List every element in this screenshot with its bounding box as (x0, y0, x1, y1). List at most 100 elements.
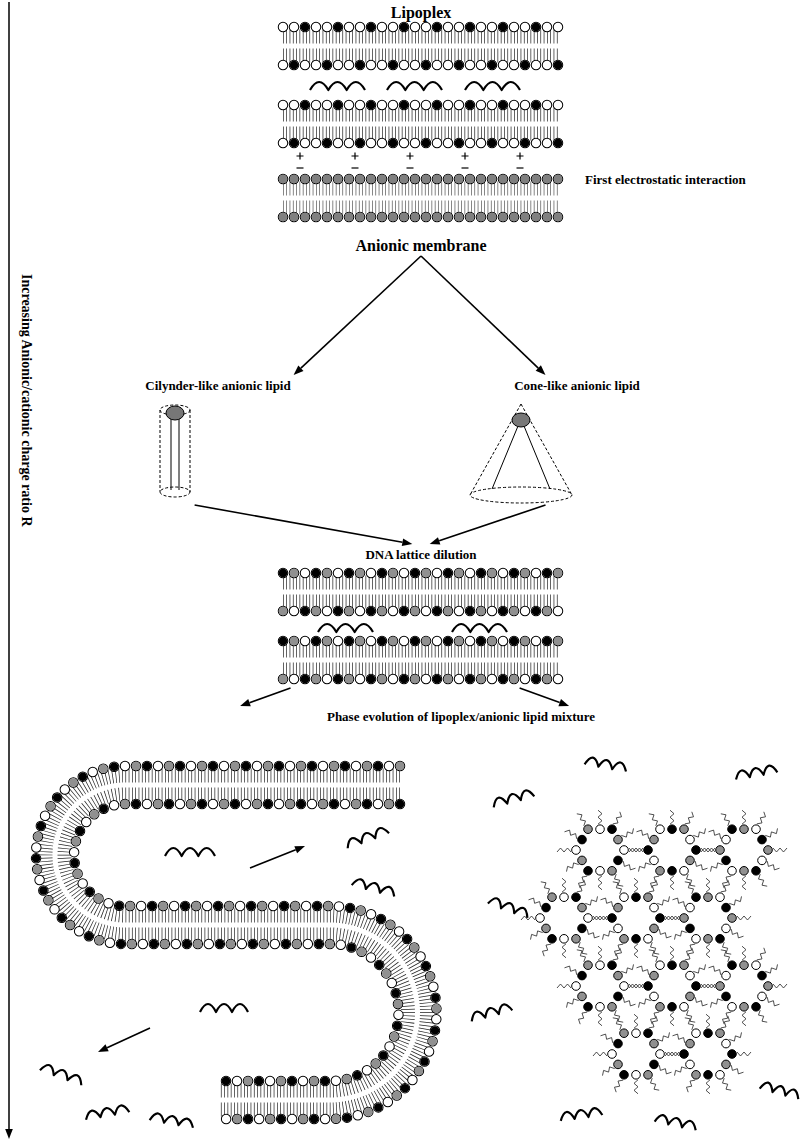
arrow-line (439, 505, 545, 541)
lattice-dilution-node: DNA lattice dilution (276, 544, 566, 688)
lipid-head (620, 893, 629, 902)
lipid-head (572, 935, 581, 944)
lipid-head (752, 825, 761, 834)
cationic-head (283, 675, 560, 684)
lipid-tail-line (670, 946, 674, 960)
lipid-head (572, 982, 581, 991)
lipid-head (722, 992, 731, 1001)
lipid-head (722, 856, 731, 865)
lipid-tail-line (721, 814, 730, 826)
node-heading: Lipoplex (391, 3, 451, 22)
dna-strand (452, 624, 507, 632)
lipid-tail-line (598, 876, 602, 890)
lipid-tail-line (742, 1012, 746, 1026)
lipid-head (584, 825, 593, 834)
release-arrow (107, 1028, 150, 1048)
lipid-head (686, 924, 695, 933)
lipid-tail-line (577, 814, 586, 826)
lipid-tail-line (687, 1080, 696, 1092)
lipid-bilayer (283, 641, 560, 679)
lipid-tail-line (637, 830, 649, 839)
lipid-tail-line (649, 814, 658, 826)
lipid-tail-line (615, 874, 624, 886)
lipid-tail-line (585, 896, 597, 905)
lipid-head-outline (283, 174, 560, 185)
anionic-head (283, 569, 560, 578)
cationic-head (36, 766, 400, 1081)
lipid-head (680, 961, 689, 970)
cylinder-bottom (160, 487, 190, 497)
arrow-head (294, 365, 304, 375)
cationic-head (283, 637, 560, 646)
minus-sign (407, 167, 414, 168)
phase-evolution-node: Phase evolution of lipoplex/anionic lipi… (226, 706, 696, 728)
arrow-line (301, 256, 421, 368)
lipid-tail-line (557, 848, 571, 852)
plus-sign (407, 153, 414, 160)
cationic-head (283, 61, 560, 70)
lipid-tail-line (670, 876, 674, 890)
lipid-tail-line (759, 1010, 768, 1022)
cationic-head (283, 607, 560, 616)
node-heading: Cilynder-like anionic lipid (145, 378, 290, 394)
axis-arrow (8, 2, 10, 1129)
lipid-head (722, 1060, 731, 1069)
lipid-tail-line (579, 876, 588, 888)
dna-strand (318, 624, 373, 632)
lipid-head (620, 1029, 629, 1038)
anionic-head (283, 675, 560, 684)
lipid-head (728, 867, 737, 876)
lipid-head (728, 1003, 737, 1012)
lipid-head (650, 856, 659, 865)
dna-strand (735, 764, 778, 779)
lipid-head (758, 856, 767, 865)
arrow-head (430, 537, 441, 544)
lipid-tail-line (634, 1080, 638, 1094)
lipid-head (650, 971, 659, 980)
lipid-head (614, 856, 623, 865)
lipid-head (560, 893, 569, 902)
lipid-tail-line (670, 1012, 674, 1026)
lipid-head (752, 1003, 761, 1012)
lamellar-phase (36, 766, 437, 1128)
lipid-tail-line (601, 898, 613, 907)
flow-arrow (421, 256, 546, 375)
lipid-head (728, 825, 737, 834)
lipid-tail-line (757, 948, 766, 960)
lipid-head-outline (283, 100, 560, 111)
lipid-head-outline (36, 766, 400, 1081)
cationic-head (283, 139, 560, 148)
diluted-lattice (283, 573, 560, 679)
lipid-head (704, 1029, 713, 1038)
dna-strand (200, 1004, 248, 1012)
lipid-head (656, 961, 665, 970)
lipid-head (608, 914, 617, 923)
lipid-tail-line (649, 950, 658, 962)
lipid-tail-line (731, 929, 743, 938)
lipid-head (704, 1071, 713, 1080)
lipid-head (692, 1071, 701, 1080)
lipid-tail-line (613, 1018, 622, 1030)
lipid-tail-line (492, 426, 550, 489)
lipid-tail-line (670, 810, 674, 824)
lipid-tail-line (577, 950, 586, 962)
lipid-tail-line (659, 929, 671, 938)
lipid-head (686, 903, 695, 912)
lipid-head (283, 61, 560, 70)
lipid-tail-line (598, 810, 602, 824)
lipid-head-outline (283, 212, 560, 223)
lipid-head (608, 867, 617, 876)
lipid-tail-line (565, 830, 577, 839)
lipid-tail-line (613, 948, 622, 960)
lipid-tail-line (598, 1012, 602, 1026)
lipid-head-outline (283, 60, 560, 71)
inverted-micelle (593, 1014, 679, 1094)
release-arrow-head (98, 1044, 109, 1052)
lipid-head (668, 961, 677, 970)
lipid-head (758, 835, 767, 844)
lipid-tail-line (615, 944, 624, 956)
lipid-tail-line (629, 848, 643, 852)
flow-arrow (520, 688, 570, 706)
axis-label: Increasing Anionic/cationic charge ratio… (17, 274, 34, 527)
lipid-head (656, 914, 665, 923)
